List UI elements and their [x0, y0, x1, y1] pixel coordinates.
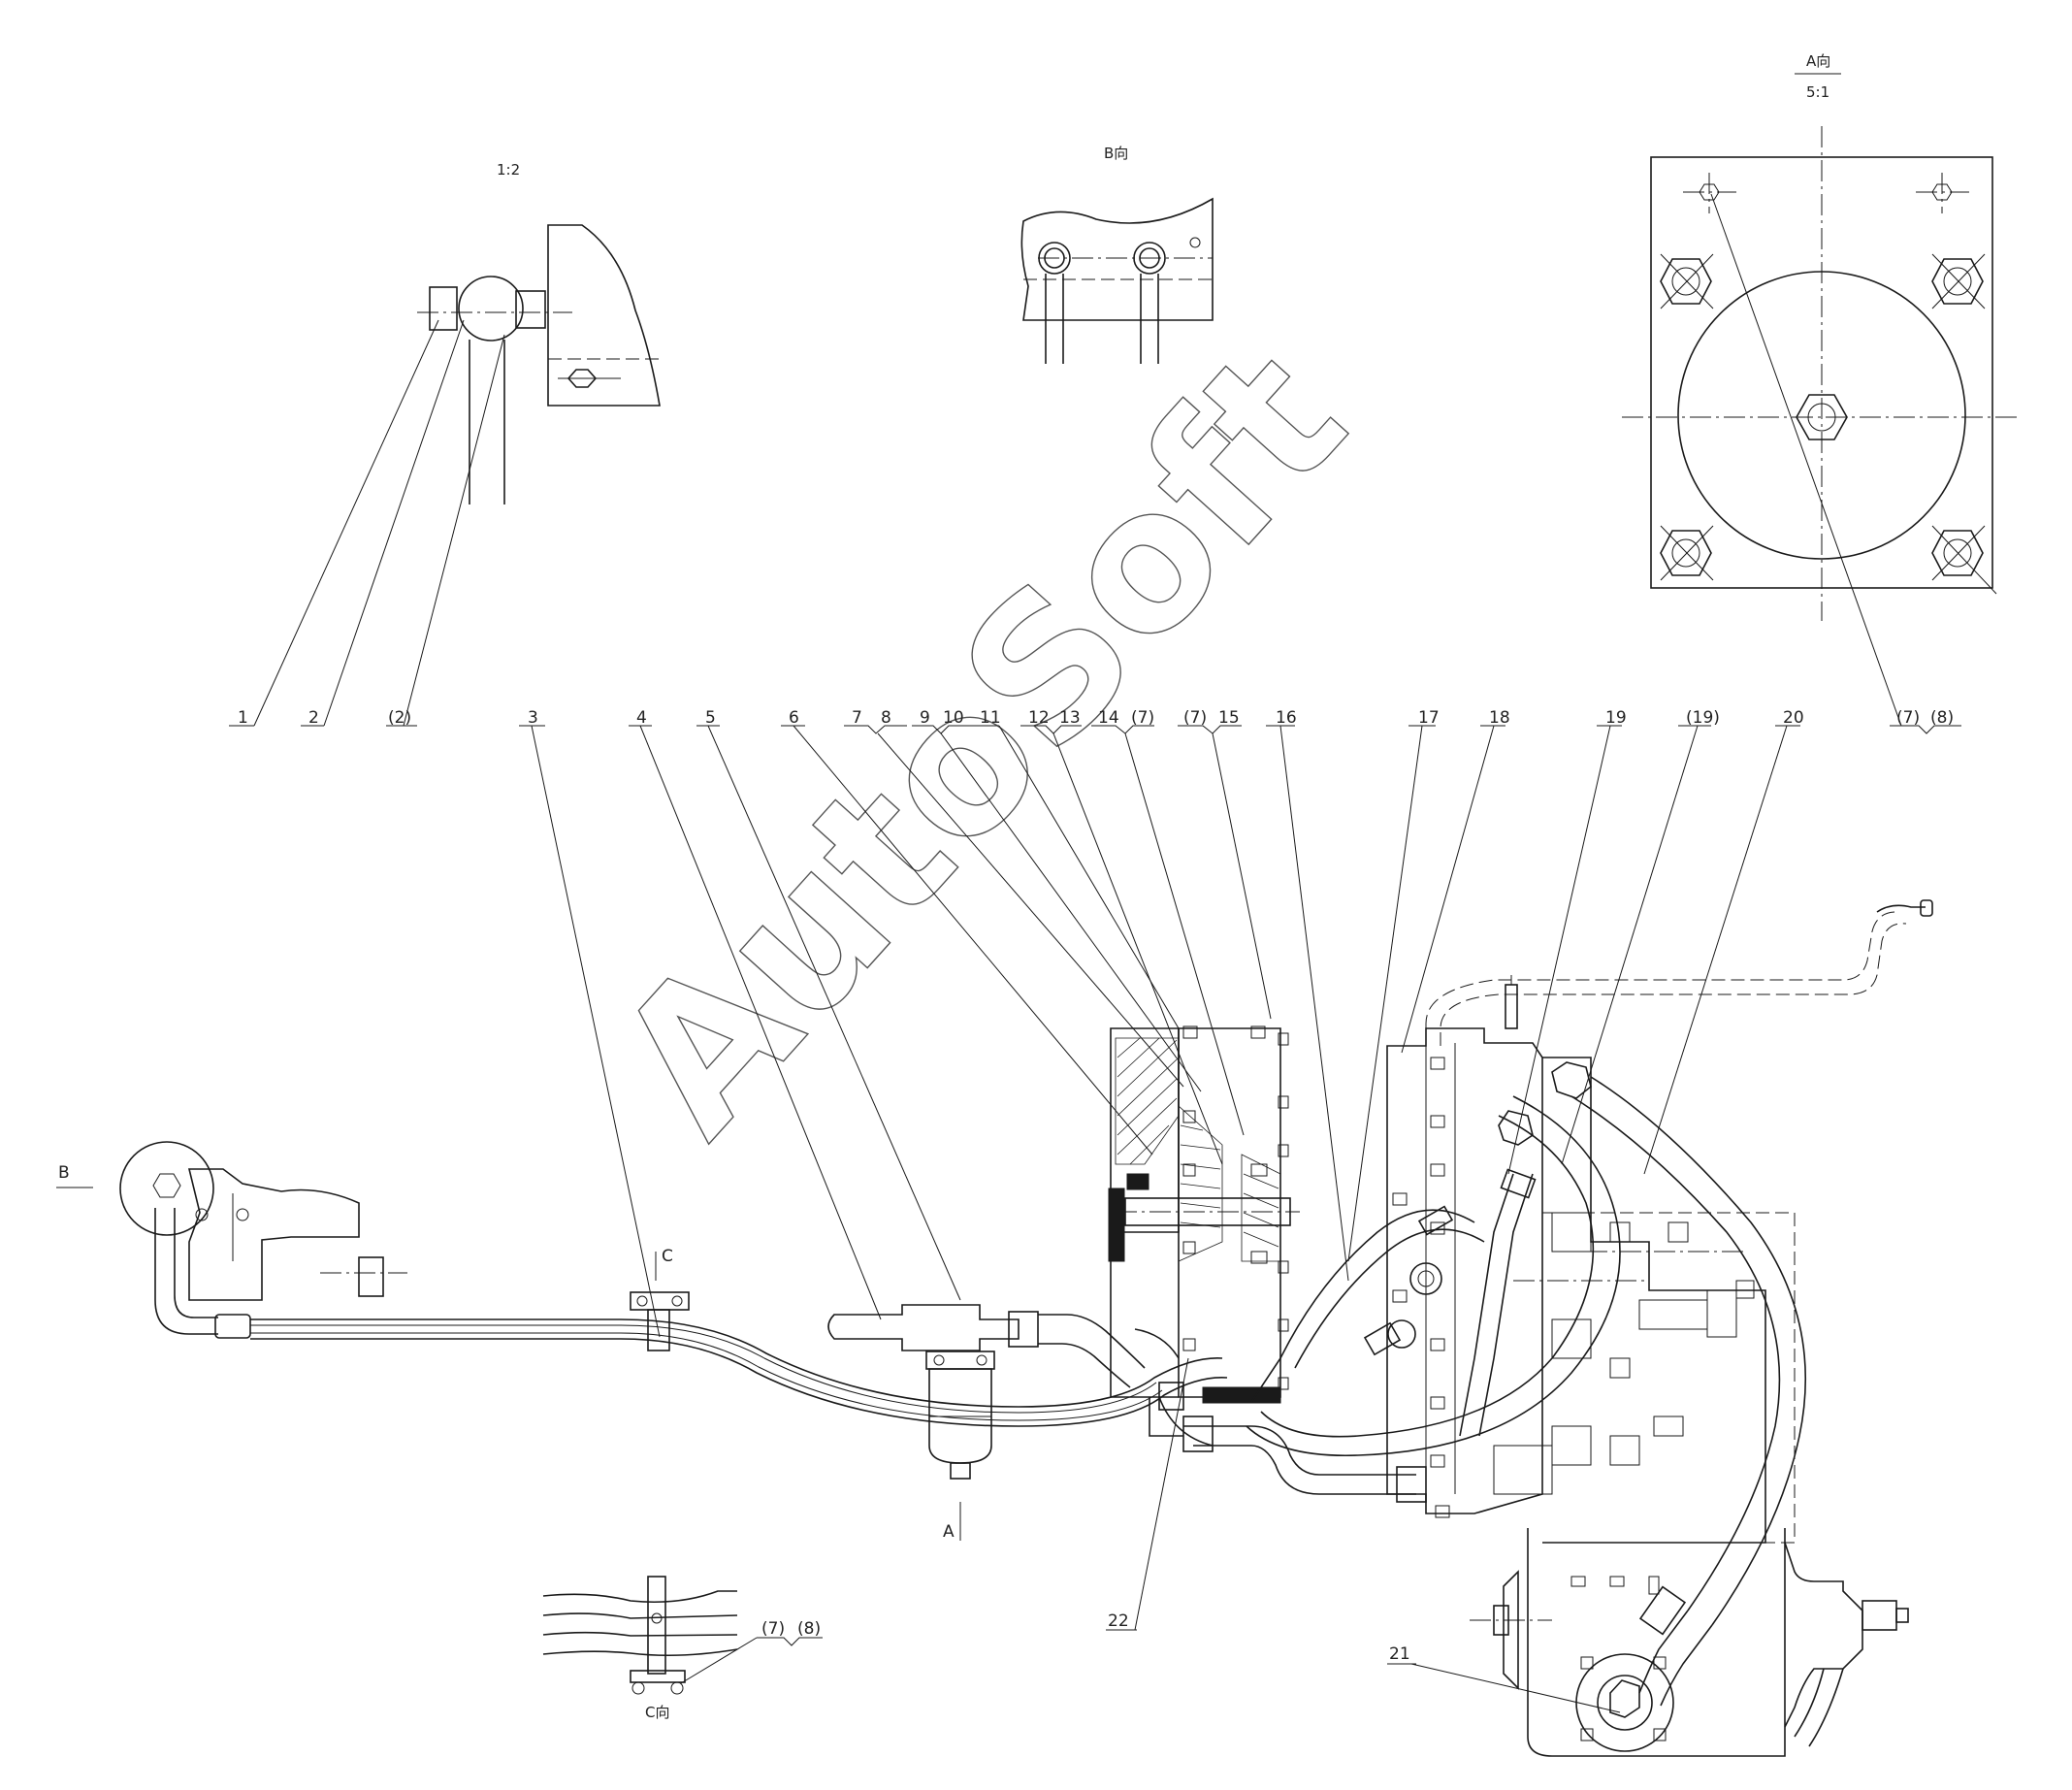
- view-c: (7) (8) C向: [542, 1576, 823, 1721]
- callout-20: 20: [1783, 708, 1804, 728]
- callout-9: 9: [920, 708, 930, 728]
- callout-7-ref-a: (7): [1131, 708, 1154, 728]
- callout-8-ref-c-view: (8): [797, 1619, 821, 1639]
- section-c-mark: C: [662, 1247, 673, 1266]
- callout-7-ref-c: (7): [1896, 708, 1920, 728]
- callout-11: 11: [980, 708, 1001, 728]
- callout-8: 8: [881, 708, 891, 728]
- lower-housing: 21: [1387, 1528, 1909, 1757]
- callout-8-ref: (8): [1930, 708, 1954, 728]
- detail-view-1-2: 1:2: [229, 161, 661, 727]
- callout-row: 1 2 (2) 3 4 5 6 7 8 9 10 11 12 13 14 (7)…: [238, 708, 1961, 1338]
- callout-19: 19: [1605, 708, 1627, 728]
- callout-21: 21: [1389, 1644, 1410, 1664]
- callout-22-group: 22: [1106, 1357, 1189, 1631]
- view-a: A向 5:1: [1622, 52, 2018, 727]
- detail-scale-label: 1:2: [497, 161, 520, 179]
- callout-2-ref: (2): [388, 708, 411, 728]
- callout-14: 14: [1098, 708, 1119, 728]
- callout-10: 10: [943, 708, 964, 728]
- callout-2: 2: [308, 708, 319, 728]
- view-b-label: B向: [1104, 145, 1128, 162]
- view-a-scale: 5:1: [1806, 83, 1829, 101]
- callout-17: 17: [1418, 708, 1440, 728]
- main-assembly: B C A: [56, 899, 1933, 1626]
- callout-13: 13: [1059, 708, 1081, 728]
- callout-22: 22: [1108, 1611, 1129, 1631]
- callout-7-ref-b: (7): [1183, 708, 1207, 728]
- callout-6: 6: [789, 708, 799, 728]
- callout-1: 1: [238, 708, 248, 728]
- callout-7: 7: [852, 708, 862, 728]
- callout-4: 4: [636, 708, 647, 728]
- callout-3: 3: [528, 708, 538, 728]
- callout-18: 18: [1489, 708, 1510, 728]
- callout-19-ref: (19): [1686, 708, 1720, 728]
- view-b-mark: B: [58, 1163, 70, 1183]
- watermark: AutoSoft: [575, 308, 1388, 1176]
- callout-7-ref-c-view: (7): [761, 1619, 785, 1639]
- callout-12: 12: [1028, 708, 1050, 728]
- callout-16: 16: [1276, 708, 1297, 728]
- section-a-mark: A: [943, 1522, 955, 1542]
- view-c-label: C向: [645, 1704, 669, 1721]
- view-b: B向: [1020, 145, 1214, 364]
- callout-15: 15: [1218, 708, 1240, 728]
- view-a-label: A向: [1806, 52, 1830, 70]
- callout-5: 5: [705, 708, 716, 728]
